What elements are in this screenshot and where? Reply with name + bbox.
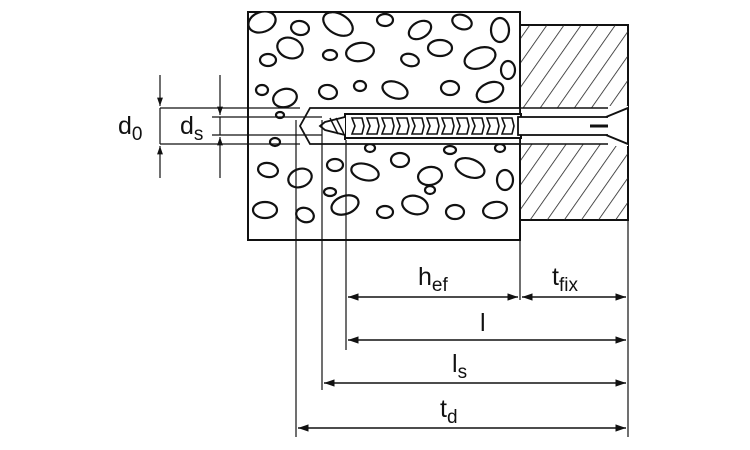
label-hef: hef bbox=[418, 263, 448, 296]
aggregate-stone bbox=[493, 142, 507, 154]
aggregate-stone bbox=[401, 194, 429, 216]
aggregate-stone bbox=[416, 165, 444, 187]
aggregate-stone bbox=[268, 136, 282, 148]
aggregate-stone bbox=[330, 194, 360, 216]
aggregate-stone bbox=[350, 162, 380, 182]
plug-rib bbox=[440, 117, 455, 135]
aggregate-pattern bbox=[248, 12, 517, 224]
aggregate-stone bbox=[389, 151, 411, 169]
aggregate-stone bbox=[289, 19, 311, 37]
aggregate-stone bbox=[317, 83, 339, 101]
plug-rib bbox=[455, 117, 470, 135]
plug-rib bbox=[380, 117, 395, 135]
length-dimensions bbox=[298, 293, 626, 432]
plug-rib bbox=[485, 117, 500, 135]
aggregate-stone bbox=[322, 186, 338, 198]
label-tfix: tfix bbox=[552, 263, 578, 296]
plug-rib bbox=[395, 117, 410, 135]
aggregate-stone bbox=[426, 38, 454, 58]
plug-rib bbox=[350, 117, 365, 135]
aggregate-stone bbox=[439, 79, 461, 97]
aggregate-stone bbox=[363, 142, 377, 154]
aggregate-stone bbox=[444, 203, 466, 221]
aggregate-stone bbox=[451, 13, 473, 31]
plug-rib bbox=[425, 117, 440, 135]
aggregate-stone bbox=[454, 157, 486, 179]
aggregate-stone bbox=[423, 184, 437, 196]
plug-rib bbox=[500, 117, 515, 135]
plug-rib bbox=[410, 117, 425, 135]
aggregate-stone bbox=[375, 12, 395, 28]
aggregate-stone bbox=[248, 12, 277, 34]
label-d0: d0 bbox=[118, 112, 142, 145]
aggregate-stone bbox=[256, 161, 280, 179]
aggregate-stone bbox=[272, 87, 298, 109]
aggregate-stone bbox=[463, 46, 497, 70]
plug-rib bbox=[470, 117, 485, 135]
aggregate-stone bbox=[489, 16, 511, 44]
aggregate-stone bbox=[352, 79, 368, 93]
aggregate-stone bbox=[407, 19, 433, 41]
anchor-plug bbox=[344, 113, 522, 140]
aggregate-stone bbox=[381, 80, 409, 100]
label-l: l bbox=[480, 309, 486, 337]
aggregate-stone bbox=[254, 83, 270, 97]
plug-rib bbox=[365, 117, 380, 135]
aggregate-stone bbox=[499, 59, 517, 81]
aggregate-stone bbox=[475, 80, 505, 104]
aggregate-stone bbox=[276, 36, 304, 60]
aggregate-stone bbox=[325, 157, 345, 173]
aggregate-stone bbox=[345, 41, 375, 63]
aggregate-stone bbox=[495, 168, 515, 192]
label-td: td bbox=[440, 395, 458, 428]
aggregate-stone bbox=[442, 144, 458, 156]
label-ds: ds bbox=[180, 112, 203, 145]
aggregate-stone bbox=[400, 52, 420, 68]
aggregate-stone bbox=[258, 52, 278, 68]
extension-lines bbox=[295, 120, 629, 437]
aggregate-stone bbox=[321, 48, 339, 62]
screw bbox=[318, 106, 629, 146]
diameter-dimensions bbox=[157, 75, 322, 178]
aggregate-stone bbox=[375, 204, 395, 220]
aggregate-stone bbox=[287, 167, 313, 189]
aggregate-stone bbox=[322, 12, 354, 37]
aggregate-stone bbox=[251, 200, 279, 220]
aggregate-stone bbox=[482, 200, 508, 220]
label-ls: ls bbox=[452, 350, 467, 383]
